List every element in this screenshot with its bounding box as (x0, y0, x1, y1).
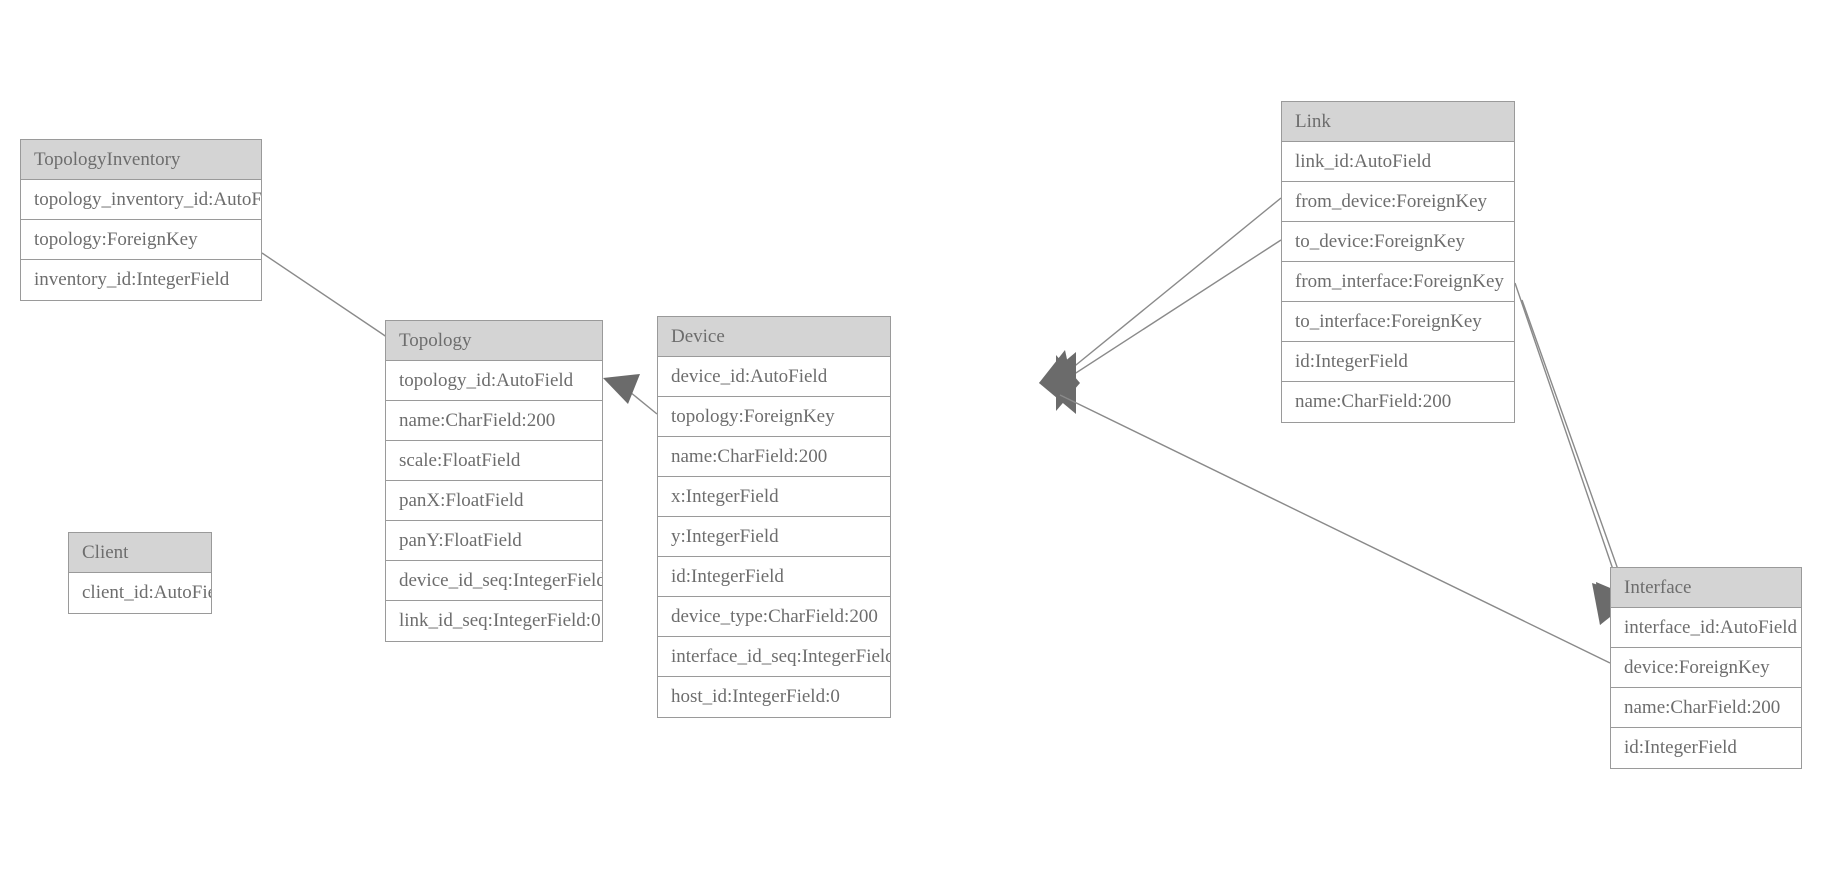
entity-field: device_id:AutoField (658, 357, 890, 397)
entity-field: client_id:AutoField (69, 573, 211, 613)
entity-interface[interactable]: Interface interface_id:AutoField device:… (1610, 567, 1802, 769)
entity-field: to_interface:ForeignKey (1282, 302, 1514, 342)
edge-device-topology (603, 374, 658, 415)
entity-title: Interface (1611, 568, 1801, 608)
entity-field: name:CharField:200 (1282, 382, 1514, 422)
entity-field: topology_inventory_id:AutoField (21, 180, 261, 220)
entity-field: device_type:CharField:200 (658, 597, 890, 637)
entity-field: device_id_seq:IntegerField:0 (386, 561, 602, 601)
entity-field: name:CharField:200 (658, 437, 890, 477)
entity-field: panY:FloatField (386, 521, 602, 561)
entity-field: topology:ForeignKey (658, 397, 890, 437)
entity-title: Client (69, 533, 211, 573)
entity-title: Link (1282, 102, 1514, 142)
entity-field: from_device:ForeignKey (1282, 182, 1514, 222)
entity-field: x:IntegerField (658, 477, 890, 517)
entity-field: interface_id_seq:IntegerField:0 (658, 637, 890, 677)
entity-topology-inventory[interactable]: TopologyInventory topology_inventory_id:… (20, 139, 262, 301)
entity-field: name:CharField:200 (1611, 688, 1801, 728)
entity-field: topology_id:AutoField (386, 361, 602, 401)
edge-interface-device (1059, 394, 1611, 664)
entity-field: name:CharField:200 (386, 401, 602, 441)
entity-field: id:IntegerField (658, 557, 890, 597)
edge-link-from-device (1039, 197, 1282, 392)
entity-field: id:IntegerField (1611, 728, 1801, 768)
edge-link-to-device (1039, 239, 1282, 398)
entity-field: topology:ForeignKey (21, 220, 261, 260)
entity-link[interactable]: Link link_id:AutoField from_device:Forei… (1281, 101, 1515, 423)
entity-field: interface_id:AutoField (1611, 608, 1801, 648)
entity-field: to_device:ForeignKey (1282, 222, 1514, 262)
entity-field: link_id:AutoField (1282, 142, 1514, 182)
entity-field: link_id_seq:IntegerField:0 (386, 601, 602, 641)
entity-field: id:IntegerField (1282, 342, 1514, 382)
entity-field: scale:FloatField (386, 441, 602, 481)
entity-title: Topology (386, 321, 602, 361)
entity-field: host_id:IntegerField:0 (658, 677, 890, 717)
arrowhead-device-right (1039, 352, 1080, 414)
entity-field: panX:FloatField (386, 481, 602, 521)
entity-topology[interactable]: Topology topology_id:AutoField name:Char… (385, 320, 603, 642)
entity-title: Device (658, 317, 890, 357)
entity-client[interactable]: Client client_id:AutoField (68, 532, 212, 614)
entity-field: from_interface:ForeignKey (1282, 262, 1514, 302)
entity-field: y:IntegerField (658, 517, 890, 557)
entity-field: device:ForeignKey (1611, 648, 1801, 688)
entity-device[interactable]: Device device_id:AutoField topology:Fore… (657, 316, 891, 718)
entity-title: TopologyInventory (21, 140, 261, 180)
entity-field: inventory_id:IntegerField (21, 260, 261, 300)
